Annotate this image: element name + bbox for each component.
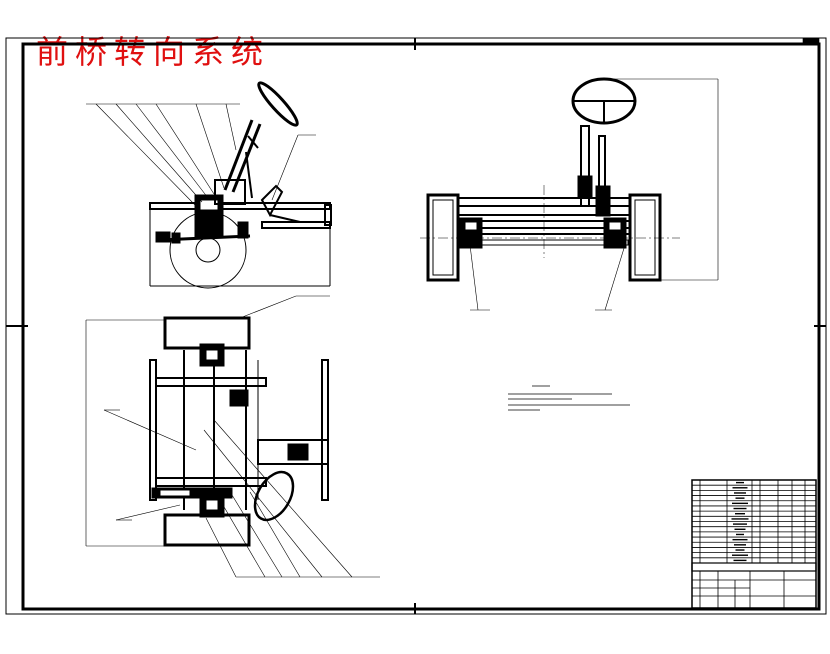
centering-marks: [6, 38, 826, 614]
side-view: [86, 81, 332, 289]
tire-icon: [628, 193, 662, 282]
sheet-corner-labels: [802, 37, 820, 45]
title-block: [691, 479, 817, 609]
drawing-title: 前桥转向系统: [36, 33, 271, 71]
outer-border: [5, 37, 827, 615]
steering-wheel-icon: [257, 81, 299, 127]
technical-notes: [508, 385, 630, 411]
plan-view: [85, 295, 380, 578]
front-view: [420, 77, 719, 311]
tire-icon: [426, 193, 460, 282]
